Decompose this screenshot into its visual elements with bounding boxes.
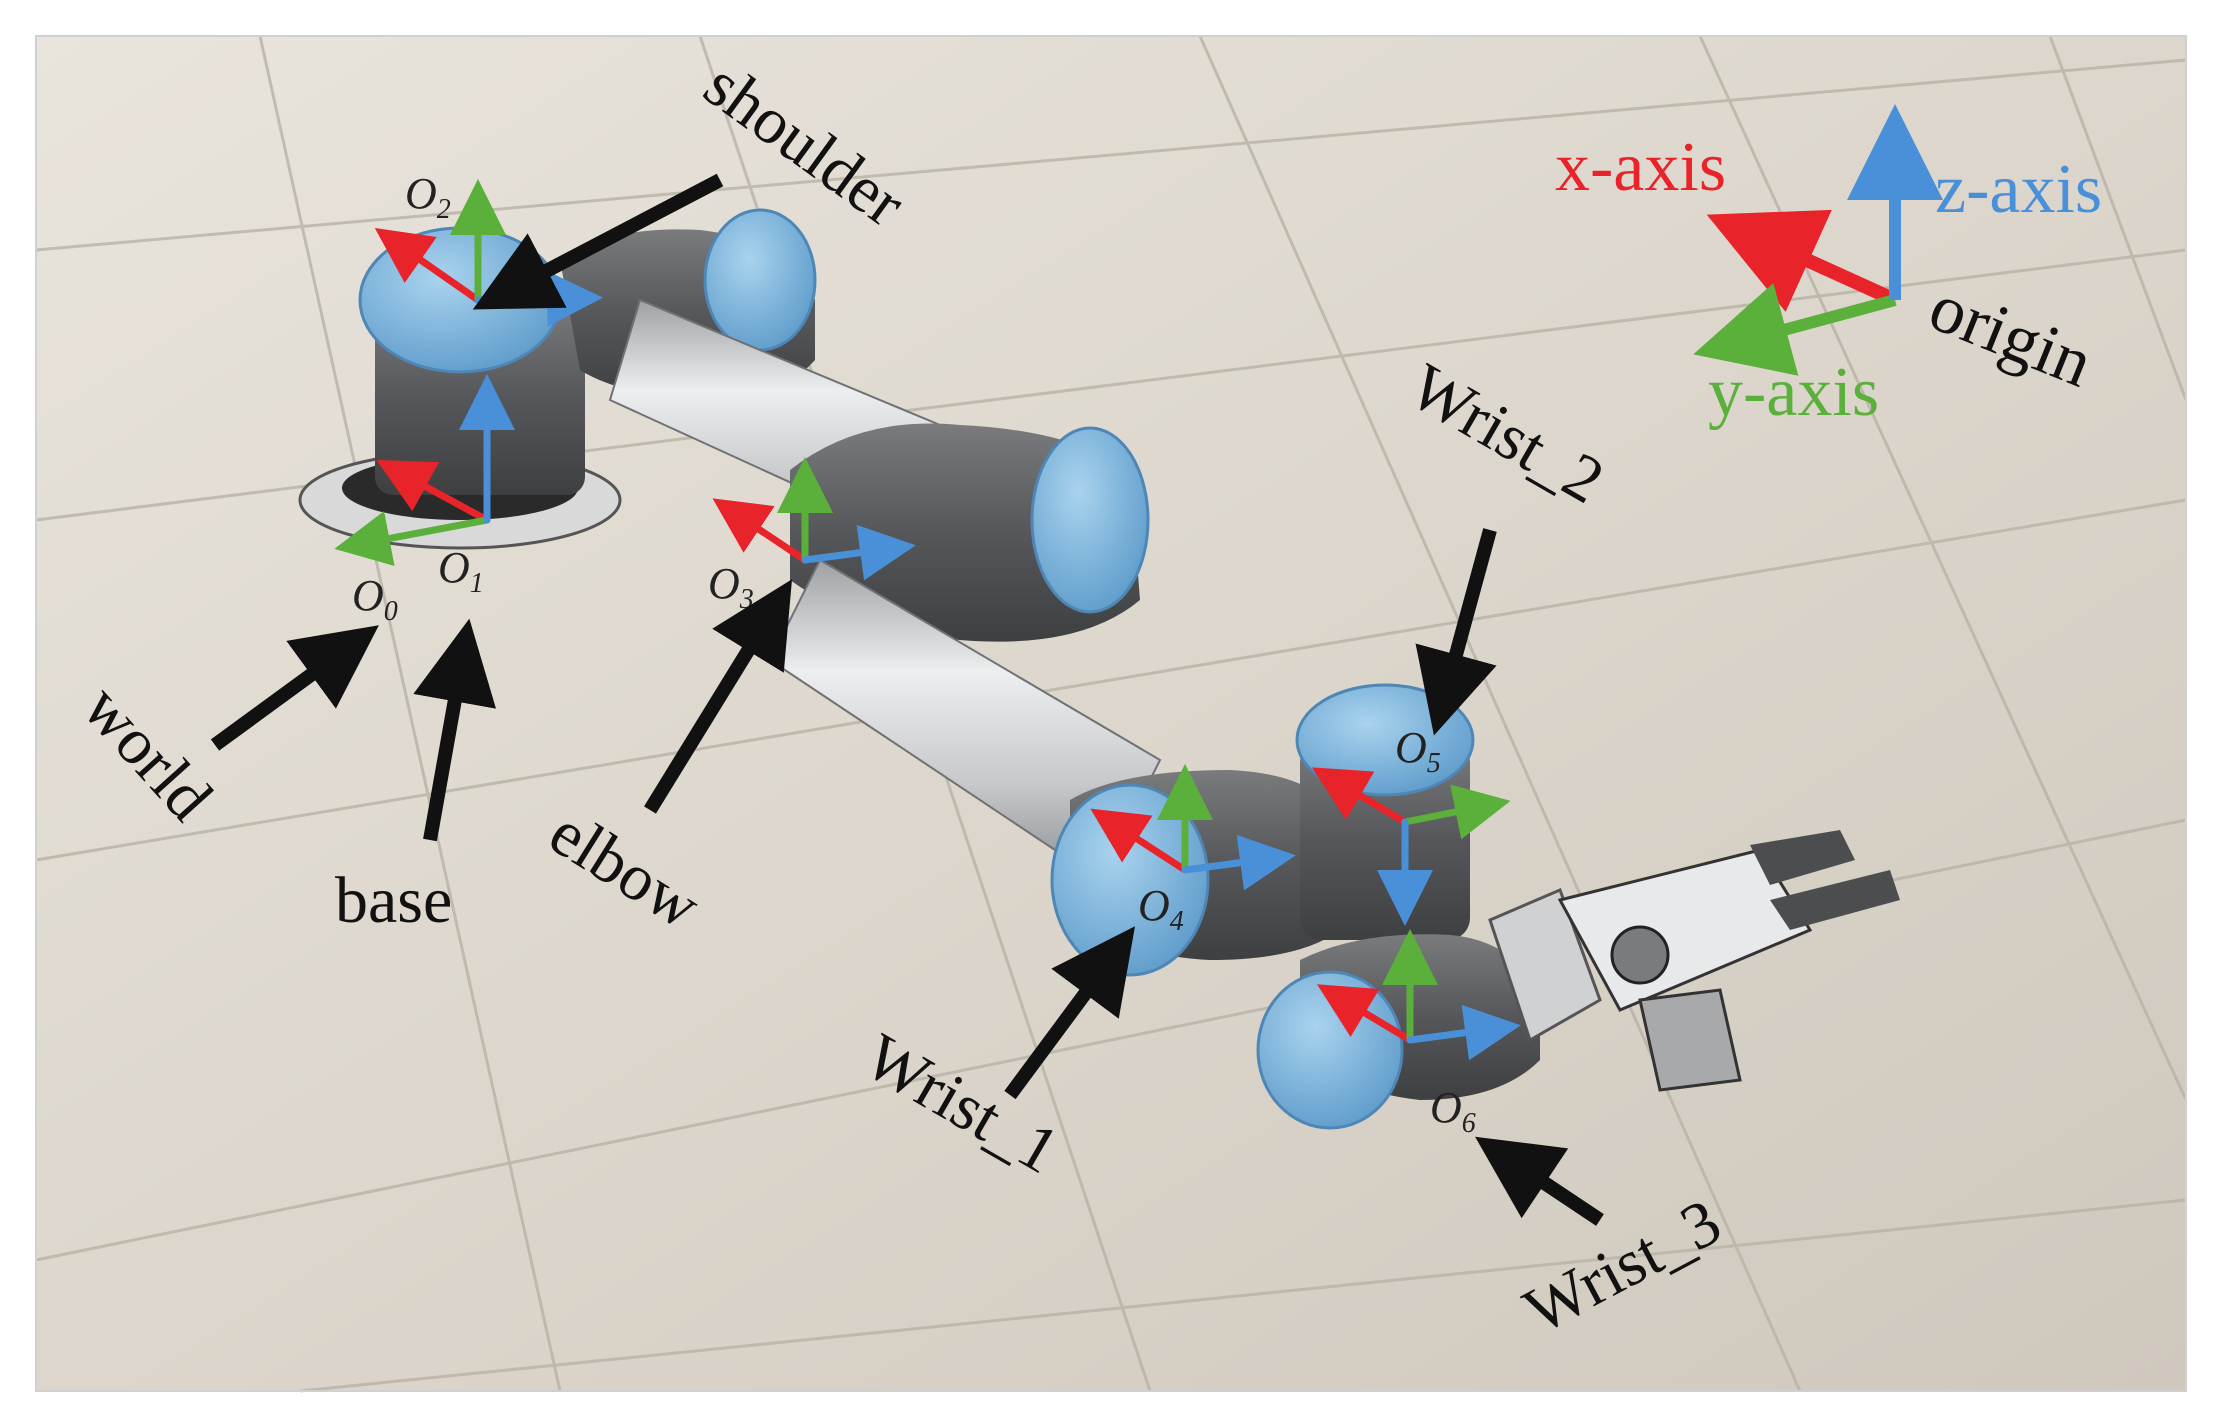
legend-y-label: y-axis [1708, 354, 1879, 431]
frame-label-o1: O1 [438, 543, 484, 599]
wrist3-pointer [1475, 1136, 1604, 1226]
legend-x-label: x-axis [1555, 129, 1726, 206]
gripper [1557, 830, 1900, 1092]
wrist1-pointer [1004, 926, 1135, 1100]
tiled-floor [35, 35, 2188, 1393]
frame-label-o4: O4 [1138, 881, 1184, 937]
wrist2-pointer [1415, 528, 1497, 736]
base-pointer [413, 618, 497, 842]
world-pointer [210, 625, 379, 751]
frame-label-o0: O0 [352, 571, 398, 627]
pointer-arrows [210, 173, 1604, 1226]
elbow-pointer [644, 579, 793, 814]
legend-x-arrow [1706, 209, 1898, 312]
legend-y-arrow [1693, 283, 1897, 376]
shoulder-pointer [472, 173, 724, 310]
label-base: base [335, 864, 452, 937]
legend-z-label: z-axis [1935, 151, 2102, 228]
frame-label-o2: O2 [405, 169, 451, 225]
joint-frames [334, 179, 1521, 1061]
frame-label-o6: O6 [1430, 1083, 1476, 1139]
